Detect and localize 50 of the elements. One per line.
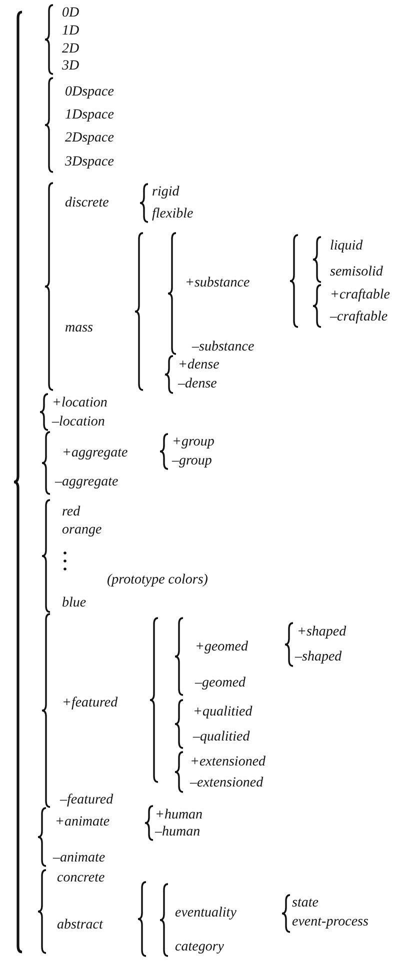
category-label: +featured — [62, 696, 118, 710]
category-label: –craftable — [330, 310, 388, 324]
category-label: rigid — [152, 184, 180, 200]
category-label: –animate — [53, 850, 106, 866]
category-label: –dense — [178, 376, 217, 392]
category-label: –shaped — [295, 650, 342, 664]
category-label: +group — [172, 434, 214, 450]
category-label: state — [292, 896, 318, 910]
category-label: 0D — [62, 6, 80, 20]
category-label: 1Dspace — [65, 108, 114, 122]
category-label: semisolid — [330, 264, 383, 280]
category-label: +geomed — [195, 640, 248, 654]
category-label: –substance — [192, 340, 254, 354]
category-label: –location — [52, 414, 105, 430]
category-label: +dense — [178, 358, 220, 372]
category-label: –featured — [60, 792, 114, 808]
category-label: red — [62, 504, 80, 520]
category-label: 3Dspace — [65, 154, 114, 170]
category-label: 2Dspace — [65, 130, 114, 146]
category-label: +substance — [185, 276, 250, 290]
category-label: +human — [155, 808, 203, 822]
category-label: –geomed — [195, 676, 246, 690]
category-label: –extensioned — [190, 776, 264, 790]
category-label: –qualitied — [193, 730, 250, 744]
category-label: category — [175, 940, 224, 954]
category-label: 1D — [62, 24, 80, 38]
category-label: +location — [52, 396, 108, 410]
category-label: discrete — [65, 196, 109, 210]
category-label: flexible — [152, 206, 194, 222]
category-label: blue — [62, 596, 86, 610]
category-label: liquid — [330, 238, 363, 254]
category-label: +extensioned — [190, 754, 266, 770]
category-label: –group — [172, 454, 212, 468]
category-label: +animate — [55, 814, 110, 830]
category-label: +craftable — [330, 288, 390, 302]
category-label: 3D — [62, 58, 80, 74]
category-label: +aggregate — [62, 446, 128, 460]
category-label: concrete — [57, 870, 105, 886]
category-label: event-process — [292, 914, 368, 930]
category-label: 0Dspace — [65, 84, 114, 100]
category-label: –human — [155, 824, 200, 840]
category-label: 2D — [62, 42, 80, 56]
category-label: +qualitied — [193, 704, 252, 720]
category-label: mass — [65, 320, 94, 336]
category-label: (prototype colors) — [107, 572, 208, 588]
category-label: eventuality — [175, 906, 236, 920]
category-label: +shaped — [297, 624, 346, 640]
category-label: orange — [62, 522, 102, 538]
category-label: abstract — [57, 918, 103, 932]
category-label: –aggregate — [55, 474, 118, 490]
